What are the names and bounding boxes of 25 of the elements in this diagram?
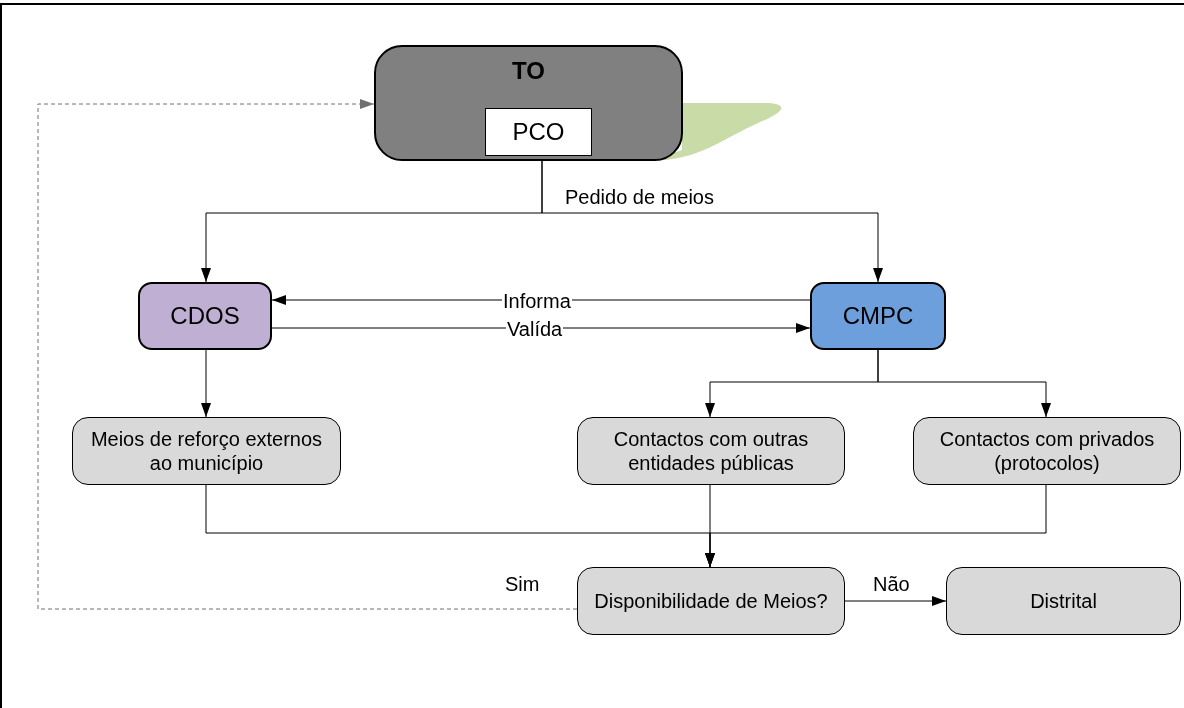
node-text: Contactos com outras entidades públicas	[612, 427, 810, 475]
node-text: Distrital	[1030, 589, 1097, 613]
arrow	[271, 323, 811, 333]
process-box	[810, 282, 946, 350]
group-title: TO	[512, 57, 545, 85]
decision-box	[577, 567, 845, 635]
group-box	[374, 45, 683, 161]
node-text: CMPC	[842, 302, 914, 330]
dashed-arrow	[37, 99, 578, 610]
process-box	[913, 417, 1181, 485]
process-box	[577, 417, 845, 485]
process-box	[72, 417, 341, 485]
node-text: CDOS	[170, 302, 240, 330]
process-box	[946, 567, 1181, 635]
node-text: Contactos com privados (protocolos)	[938, 427, 1156, 475]
arrow	[877, 349, 1051, 418]
node-text: PCO	[512, 118, 565, 146]
arrow	[705, 484, 1047, 568]
process-box	[485, 108, 592, 156]
arrow	[844, 596, 947, 606]
process-box	[138, 282, 272, 350]
node-text: Meios de reforço externos ao município	[89, 427, 324, 475]
node-text: Disponibilidade de Meios?	[594, 589, 828, 613]
arrow	[541, 160, 883, 283]
arrow	[201, 349, 211, 418]
